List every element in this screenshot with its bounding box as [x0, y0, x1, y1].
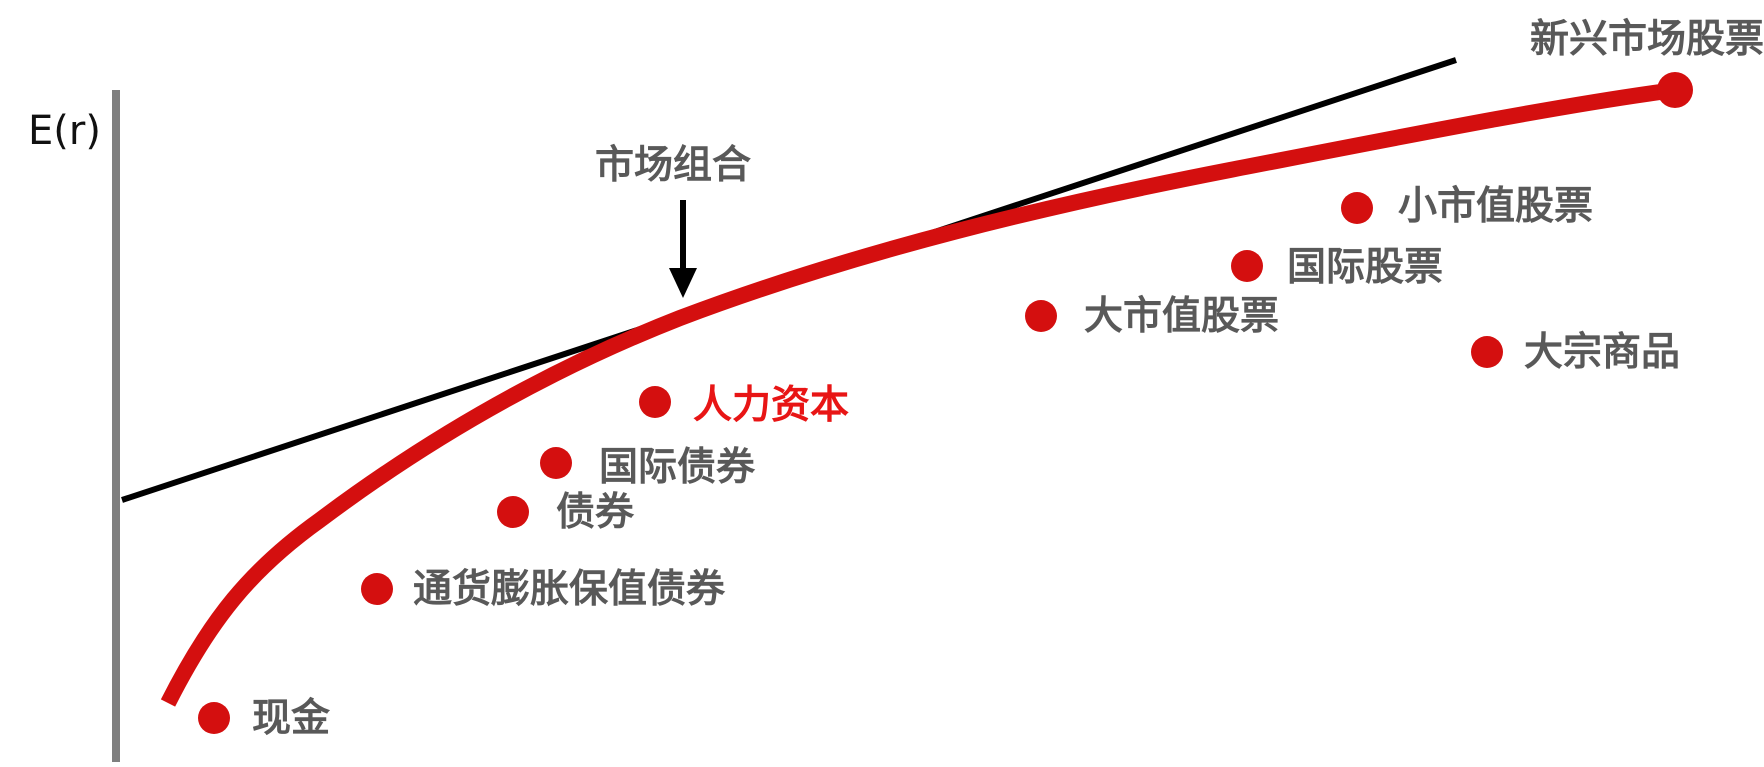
- asset-cash: 现金: [198, 696, 331, 741]
- asset-commodities-label: 大宗商品: [1524, 330, 1680, 375]
- asset-tips-label: 通货膨胀保值债券: [413, 567, 726, 612]
- asset-small-cap: 小市值股票: [1341, 184, 1593, 229]
- asset-intl-bonds-label: 国际债券: [599, 445, 756, 490]
- asset-commodities: 大宗商品: [1471, 330, 1680, 375]
- asset-cash-label: 现金: [252, 696, 331, 741]
- asset-intl-stocks-dot: [1231, 250, 1263, 282]
- asset-tips-dot: [361, 573, 393, 605]
- asset-emerging-dot: [1657, 72, 1693, 108]
- asset-large-cap-dot: [1025, 300, 1057, 332]
- asset-intl-bonds: 国际债券: [540, 445, 756, 490]
- asset-human-capital: 人力资本: [639, 383, 849, 428]
- asset-bonds-dot: [497, 496, 529, 528]
- asset-small-cap-label: 小市值股票: [1398, 184, 1593, 229]
- asset-intl-stocks: 国际股票: [1231, 245, 1443, 290]
- asset-bonds-label: 债券: [556, 490, 635, 535]
- asset-human-capital-dot: [639, 386, 671, 418]
- asset-cash-dot: [198, 702, 230, 734]
- asset-commodities-dot: [1471, 336, 1503, 368]
- asset-intl-bonds-dot: [540, 447, 572, 479]
- y-axis-label: E(r): [28, 108, 101, 154]
- asset-small-cap-dot: [1341, 192, 1373, 224]
- asset-large-cap-label: 大市值股票: [1084, 294, 1279, 339]
- asset-emerging-label: 新兴市场股票: [1530, 17, 1764, 62]
- asset-intl-stocks-label: 国际股票: [1287, 245, 1443, 290]
- asset-emerging: 新兴市场股票: [1530, 17, 1764, 108]
- market-portfolio-label: 市场组合: [595, 143, 751, 188]
- asset-tips: 通货膨胀保值债券: [361, 567, 726, 612]
- asset-bonds: 债券: [497, 490, 635, 535]
- asset-human-capital-label: 人力资本: [693, 383, 849, 428]
- efficient-frontier-curve: [160, 82, 1677, 707]
- market-portfolio-arrow-head: [669, 268, 697, 298]
- asset-large-cap: 大市值股票: [1025, 294, 1279, 339]
